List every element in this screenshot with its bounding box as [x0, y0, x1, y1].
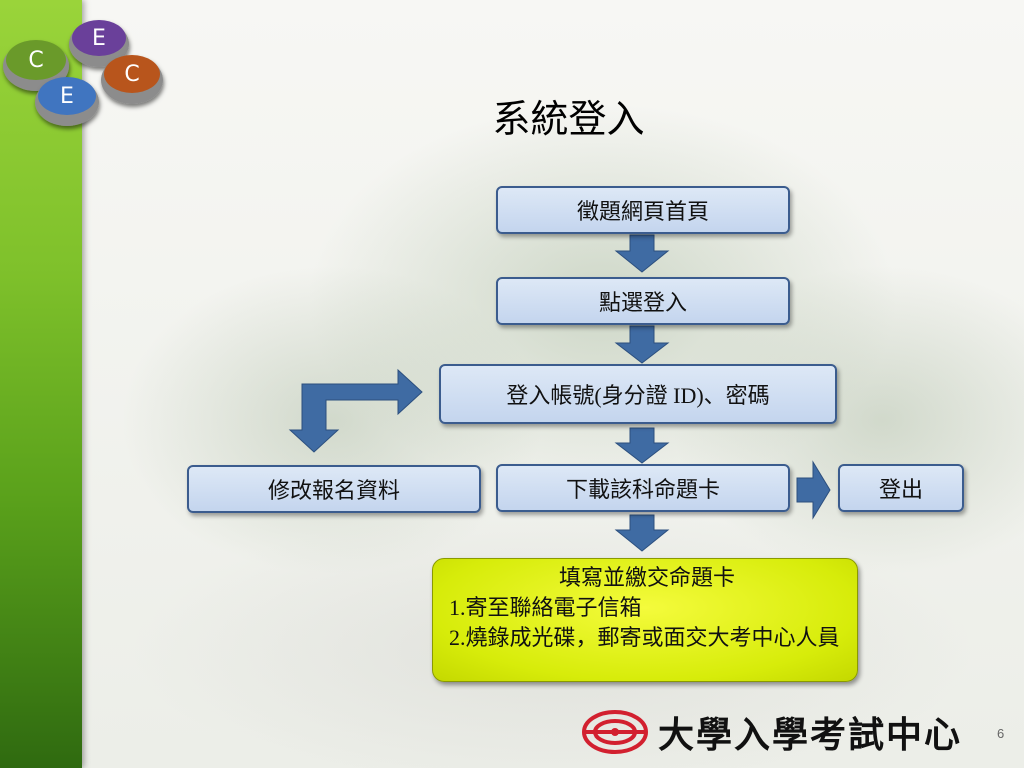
logo-disc-green: C: [3, 40, 69, 91]
page-title: 系統登入: [492, 97, 645, 141]
page-number: 6: [997, 726, 1005, 741]
step-homepage: 徵題網頁首頁: [496, 186, 790, 234]
step-download-card: 下載該科命題卡: [496, 464, 790, 512]
logo-letter-1: C: [28, 48, 43, 73]
logo-letter-2: E: [92, 26, 106, 51]
green-sidebar: [0, 0, 82, 768]
final-step-line-2: 2.燒錄成光碟，郵寄或面交大考中心人員: [449, 625, 840, 650]
logo-disc-blue: E: [35, 77, 99, 126]
ceec-emblem-icon: [582, 710, 648, 754]
logo-disc-orange: C: [101, 55, 163, 104]
step-logout: 登出: [838, 464, 964, 512]
final-step-heading: 填寫並繳交命題卡: [558, 565, 735, 590]
step-click-login: 點選登入: [496, 277, 790, 325]
logo-letter-3: C: [124, 62, 139, 87]
step-login-credentials: 登入帳號(身分證 ID)、密碼: [439, 364, 837, 424]
ceec-logo: 大學入學考試中心: [582, 706, 982, 758]
logo-disc-purple: E: [69, 20, 129, 67]
org-name: 大學入學考試中心: [658, 715, 963, 756]
final-step-box: 填寫並繳交命題卡 1.寄至聯絡電子信箱 2.燒錄成光碟，郵寄或面交大考中心人員: [432, 558, 858, 682]
step-edit-registration: 修改報名資料: [187, 465, 481, 513]
final-step-line-1: 1.寄至聯絡電子信箱: [449, 595, 642, 620]
cece-logo: C E C E: [3, 20, 163, 126]
logo-letter-4: E: [60, 84, 74, 109]
